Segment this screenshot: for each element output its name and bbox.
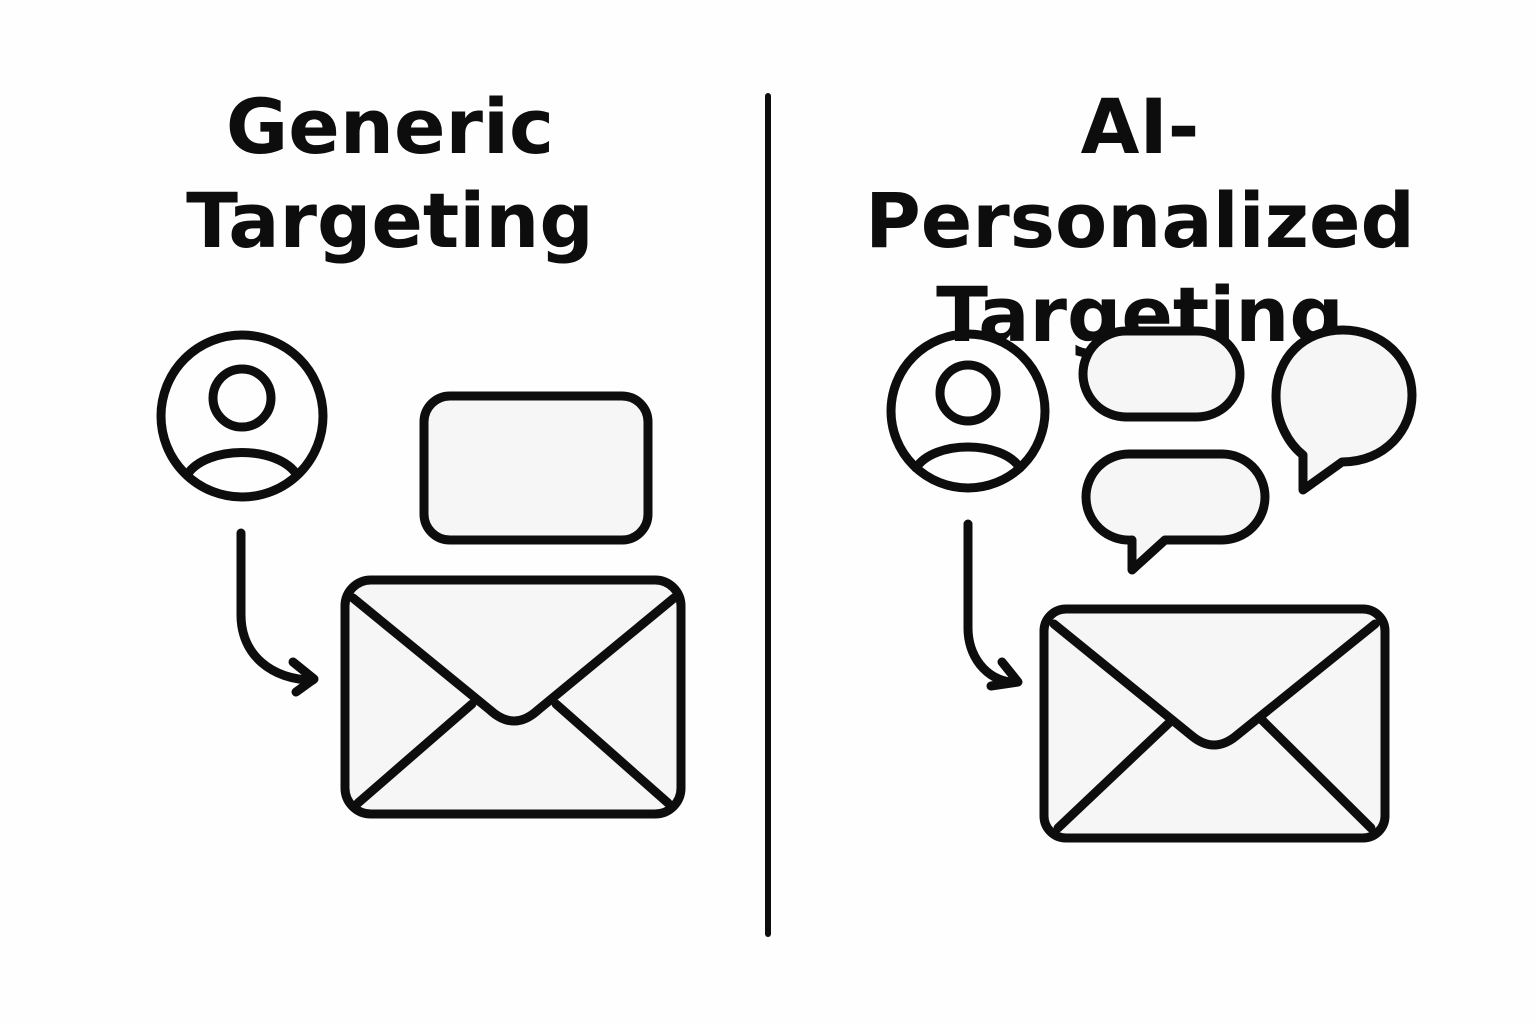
- ai-envelope-icon: [1039, 604, 1390, 843]
- ai-arrow-icon: [963, 519, 1023, 691]
- generic-title-line2: Targeting: [186, 176, 594, 265]
- ai-title-line1: AI-Personalized: [865, 82, 1415, 265]
- generic-arrow-icon: [236, 528, 319, 697]
- ai-speech-bubble-icon: [1271, 325, 1417, 495]
- generic-user-icon: [156, 330, 328, 502]
- generic-title-line1: Generic: [225, 82, 555, 171]
- ai-speech-bubble-icon: [1078, 326, 1245, 422]
- generic-targeting-title: Generic Targeting: [90, 80, 690, 268]
- ai-speech-bubble-icon: [1081, 449, 1270, 575]
- ai-user-icon: [886, 329, 1050, 493]
- generic-message-card-icon: [419, 391, 653, 545]
- generic-envelope-icon: [340, 575, 686, 819]
